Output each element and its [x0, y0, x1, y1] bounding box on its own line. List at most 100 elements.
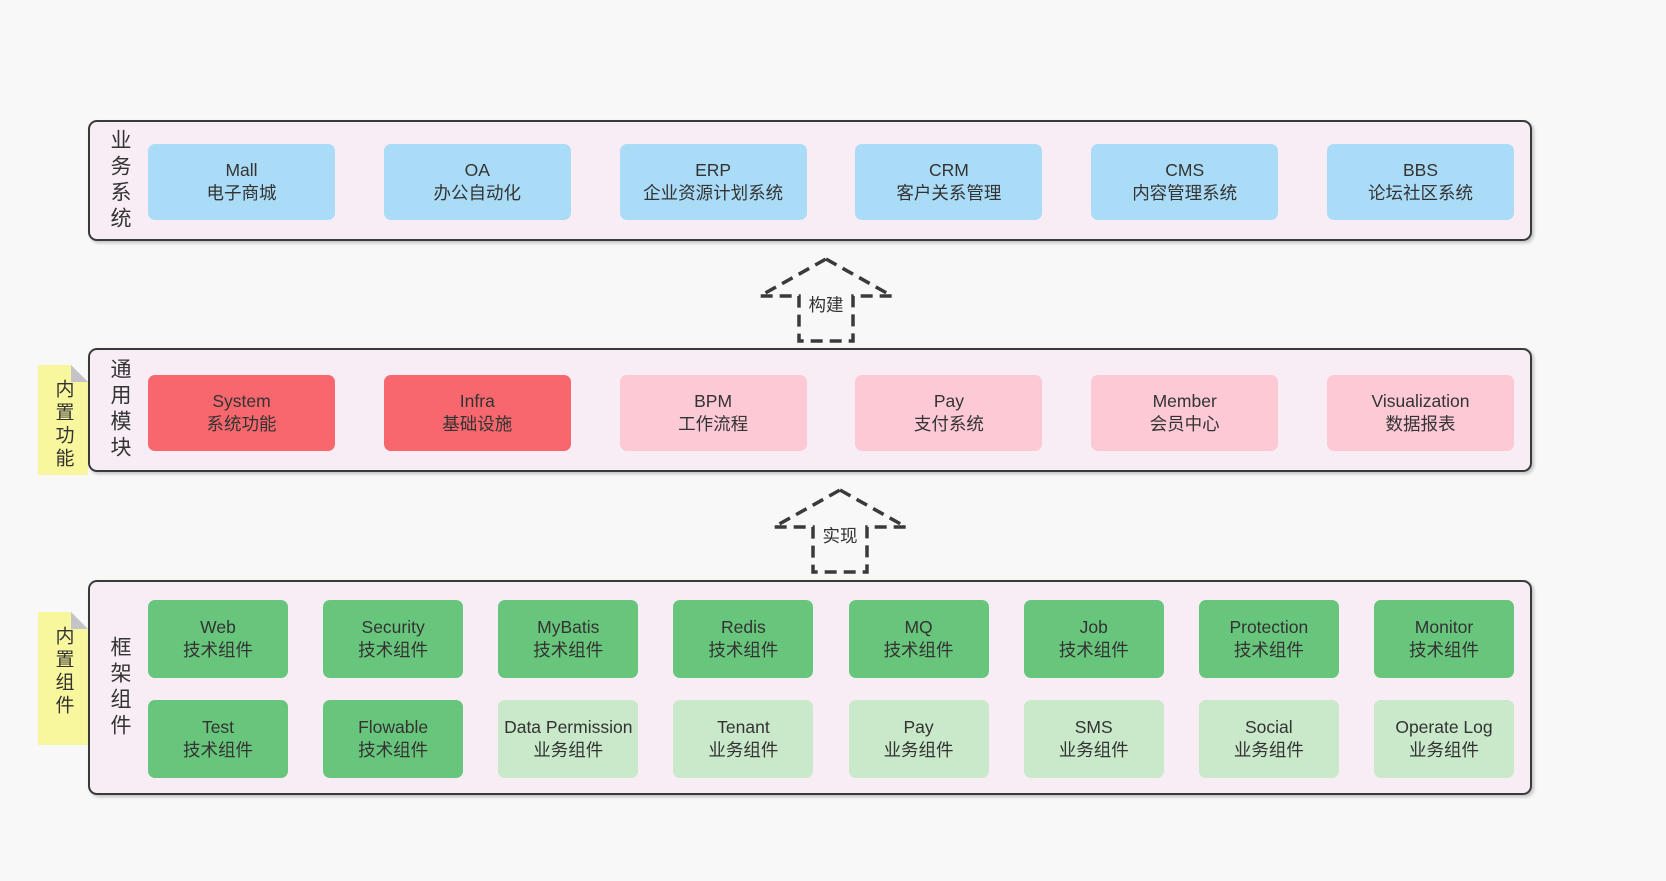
- box-title: Web: [200, 616, 236, 637]
- box-title: Infra: [459, 390, 495, 411]
- box-oa: OA 办公自动化: [383, 144, 571, 220]
- box-subtitle: 工作流程: [678, 414, 749, 434]
- box-subtitle: 技术组件: [883, 640, 954, 660]
- box-pay-biz: Pay 业务组件: [848, 700, 989, 778]
- box-data-permission: Data Permission 业务组件: [498, 700, 639, 778]
- box-bbs: BBS 论坛社区系统: [1326, 144, 1514, 220]
- box-bpm: BPM 工作流程: [619, 375, 807, 451]
- section-label: 业务系统: [108, 128, 131, 233]
- box-redis: Redis 技术组件: [673, 600, 814, 678]
- box-subtitle: 技术组件: [358, 740, 429, 760]
- sticky-note-text: 内置功能: [52, 379, 74, 471]
- box-title: Social: [1245, 716, 1293, 737]
- box-subtitle: 企业资源计划系统: [643, 183, 784, 203]
- box-title: ERP: [695, 159, 732, 180]
- box-subtitle: 技术组件: [358, 640, 429, 660]
- box-subtitle: 业务组件: [883, 740, 954, 760]
- box-tenant: Tenant 业务组件: [673, 700, 814, 778]
- box-title: Operate Log: [1395, 716, 1493, 737]
- box-crm: CRM 客户关系管理: [855, 144, 1043, 220]
- box-title: OA: [464, 159, 490, 180]
- box-subtitle: 技术组件: [1408, 640, 1479, 660]
- box-subtitle: 业务组件: [1408, 740, 1479, 760]
- box-sms: SMS 业务组件: [1023, 700, 1164, 778]
- box-subtitle: 技术组件: [183, 740, 253, 760]
- box-subtitle: 技术组件: [708, 640, 779, 660]
- box-title: Mall: [225, 159, 258, 180]
- sticky-note-builtin-components: 内置组件: [38, 612, 88, 745]
- box-subtitle: 技术组件: [1233, 640, 1304, 660]
- box-title: Data Permission: [504, 716, 633, 737]
- box-social: Social 业务组件: [1198, 700, 1339, 778]
- box-title: CMS: [1165, 159, 1205, 180]
- box-subtitle: 电子商城: [206, 183, 277, 203]
- box-subtitle: 业务组件: [1058, 740, 1129, 760]
- box-title: SMS: [1074, 716, 1113, 737]
- box-title: Pay: [933, 390, 964, 411]
- box-mybatis: MyBatis 技术组件: [498, 600, 639, 678]
- folded-corner-icon: [71, 365, 88, 382]
- box-test: Test 技术组件: [148, 700, 288, 778]
- box-title: Monitor: [1414, 616, 1474, 637]
- folded-corner-icon: [71, 612, 88, 629]
- box-subtitle: 论坛社区系统: [1367, 183, 1473, 203]
- box-subtitle: 系统功能: [206, 414, 277, 434]
- box-monitor: Monitor 技术组件: [1373, 600, 1514, 678]
- box-title: Tenant: [717, 716, 770, 737]
- box-visualization: Visualization 数据报表: [1326, 375, 1514, 451]
- box-subtitle: 技术组件: [1058, 640, 1129, 660]
- box-title: Redis: [721, 616, 766, 637]
- box-title: Flowable: [358, 716, 429, 737]
- section-label-wrap: 框架组件: [90, 582, 148, 793]
- box-subtitle: 支付系统: [913, 414, 984, 434]
- box-subtitle: 业务组件: [533, 740, 604, 760]
- box-title: Pay: [903, 716, 934, 737]
- modules-boxes-row: System 系统功能 Infra 基础设施 BPM 工作流程 Pay 支付系统…: [148, 375, 1514, 451]
- box-subtitle: 业务组件: [1233, 740, 1304, 760]
- box-mall: Mall 电子商城: [148, 144, 335, 220]
- business-boxes-row: Mall 电子商城 OA 办公自动化 ERP 企业资源计划系统 CRM 客户关系…: [148, 144, 1514, 220]
- box-flowable: Flowable 技术组件: [323, 700, 464, 778]
- box-title: Security: [361, 616, 425, 637]
- box-title: Visualization: [1371, 390, 1470, 411]
- box-operate-log: Operate Log 业务组件: [1373, 700, 1514, 778]
- box-infra: Infra 基础设施: [383, 375, 571, 451]
- framework-boxes-row1: Web 技术组件 Security 技术组件 MyBatis 技术组件 Redi…: [148, 600, 1514, 678]
- box-subtitle: 业务组件: [708, 740, 779, 760]
- section-framework-components: 框架组件 Web 技术组件 Security 技术组件 MyBatis 技术组件…: [88, 580, 1532, 795]
- box-web: Web 技术组件: [148, 600, 288, 678]
- sticky-note-builtin-features: 内置功能: [38, 365, 88, 475]
- box-subtitle: 办公自动化: [433, 183, 522, 203]
- box-protection: Protection 技术组件: [1198, 600, 1339, 678]
- arrow-label: 构建: [805, 292, 847, 317]
- box-mq: MQ 技术组件: [848, 600, 989, 678]
- section-label-wrap: 业务系统: [90, 122, 148, 239]
- box-title: BPM: [694, 390, 733, 411]
- box-subtitle: 数据报表: [1385, 414, 1456, 434]
- box-job: Job 技术组件: [1023, 600, 1164, 678]
- arrow-label: 实现: [819, 523, 861, 548]
- box-subtitle: 基础设施: [442, 414, 513, 434]
- box-system: System 系统功能: [148, 375, 335, 451]
- section-common-modules: 通用模块 System 系统功能 Infra 基础设施 BPM 工作流程 Pay…: [88, 348, 1532, 472]
- box-title: Protection: [1229, 616, 1309, 637]
- box-title: Test: [201, 716, 235, 737]
- box-title: BBS: [1402, 159, 1438, 180]
- section-label: 通用模块: [108, 358, 131, 462]
- section-label: 框架组件: [108, 635, 131, 740]
- box-subtitle: 内容管理系统: [1132, 183, 1238, 203]
- box-erp: ERP 企业资源计划系统: [619, 144, 807, 220]
- sticky-note-text: 内置组件: [52, 626, 74, 718]
- box-title: CRM: [928, 159, 969, 180]
- arrow-implement-up: 实现: [770, 486, 910, 576]
- box-subtitle: 技术组件: [183, 640, 253, 660]
- box-title: System: [212, 390, 271, 411]
- box-subtitle: 会员中心: [1149, 414, 1220, 434]
- box-member: Member 会员中心: [1091, 375, 1279, 451]
- arrow-build-up: 构建: [756, 255, 896, 345]
- box-cms: CMS 内容管理系统: [1091, 144, 1279, 220]
- box-title: Member: [1152, 390, 1217, 411]
- box-pay: Pay 支付系统: [855, 375, 1043, 451]
- box-subtitle: 客户关系管理: [896, 183, 1002, 203]
